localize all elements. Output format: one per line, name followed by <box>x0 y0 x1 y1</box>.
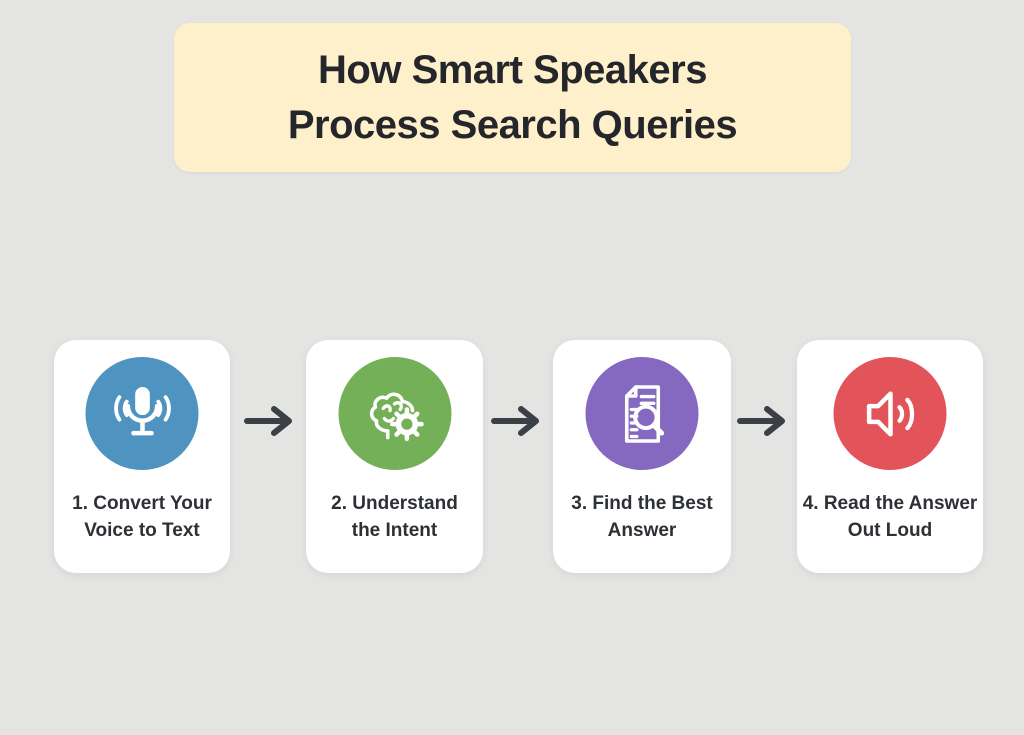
step-label-1-line-1: 1. Convert Your <box>72 493 212 514</box>
document-search-icon <box>585 357 699 470</box>
step-label-1-line-2: Voice to Text <box>84 520 200 541</box>
step-card-convert-voice: 1. Convert Your Voice to Text <box>54 340 230 573</box>
step-label-2-line-2: the Intent <box>351 520 438 541</box>
step-label-3-line-2: Answer <box>607 520 677 541</box>
step-label-2-line-1: 2. Understand <box>331 493 458 514</box>
page-title-line-2: Process Search Queries <box>287 102 738 147</box>
arrow-right-icon <box>736 403 792 439</box>
step-card-read-answer: 4. Read the Answer Out Loud <box>797 340 983 573</box>
step-label-4: 4. Read the Answer Out Loud <box>803 490 978 544</box>
step-label-4-line-2: Out Loud <box>847 520 933 541</box>
step-label-2: 2. Understand the Intent <box>331 490 458 544</box>
page-title-line-1: How Smart Speakers <box>318 47 707 92</box>
step-label-4-line-1: 4. Read the Answer <box>802 493 978 514</box>
title-box: How Smart Speakers Process Search Querie… <box>174 23 851 172</box>
step-label-1: 1. Convert Your Voice to Text <box>72 490 212 544</box>
step-label-3-line-1: 3. Find the Best <box>571 493 713 514</box>
step-label-3: 3. Find the Best Answer <box>571 490 712 544</box>
microphone-icon <box>85 357 199 470</box>
arrow-right-icon <box>243 403 299 439</box>
step-card-understand-intent: 2. Understand the Intent <box>306 340 483 573</box>
speaker-icon <box>833 357 947 470</box>
step-card-find-answer: 3. Find the Best Answer <box>553 340 731 573</box>
brain-gear-icon <box>338 357 451 470</box>
arrow-right-icon <box>490 403 546 439</box>
